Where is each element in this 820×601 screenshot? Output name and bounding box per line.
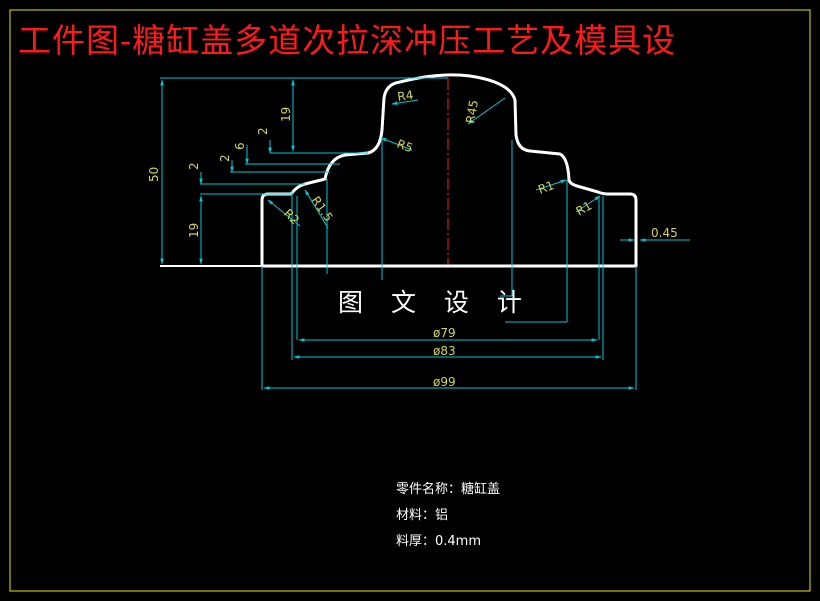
dim-19-top: 19 (279, 107, 293, 122)
dim-6: 6 (233, 142, 247, 150)
dim-2-a: 2 (256, 127, 270, 135)
dim-d99: ø99 (433, 375, 456, 389)
dim-d79: ø79 (433, 326, 456, 340)
dim-50: 50 (147, 167, 161, 182)
dim-19-bottom: 19 (187, 223, 201, 238)
part-material: 材料：铝 (396, 508, 449, 523)
part-name: 零件名称：糖缸盖 (396, 482, 501, 497)
dim-r1-left: R1 (536, 178, 556, 197)
dim-r1-right: R1 (574, 198, 595, 218)
dim-r15: R1.5 (309, 194, 336, 224)
dim-d83: ø83 (433, 344, 456, 358)
dim-r2: R2 (281, 206, 302, 227)
dim-r5: R5 (395, 137, 415, 156)
drawing-title: 工件图-糖缸盖多道次拉深冲压工艺及模具设 (18, 21, 677, 60)
dim-r45: R45 (463, 99, 481, 125)
dim-2-c: 2 (187, 162, 201, 170)
part-thickness: 料厚：0.4mm (396, 534, 482, 549)
dim-r4: R4 (396, 88, 414, 104)
workpiece-profile (260, 73, 638, 268)
dim-thickness: 0.45 (651, 226, 678, 240)
drawing-border (9, 9, 811, 592)
dim-2-b: 2 (218, 154, 232, 162)
center-watermark-label: 图 文 设 计 (338, 288, 532, 317)
